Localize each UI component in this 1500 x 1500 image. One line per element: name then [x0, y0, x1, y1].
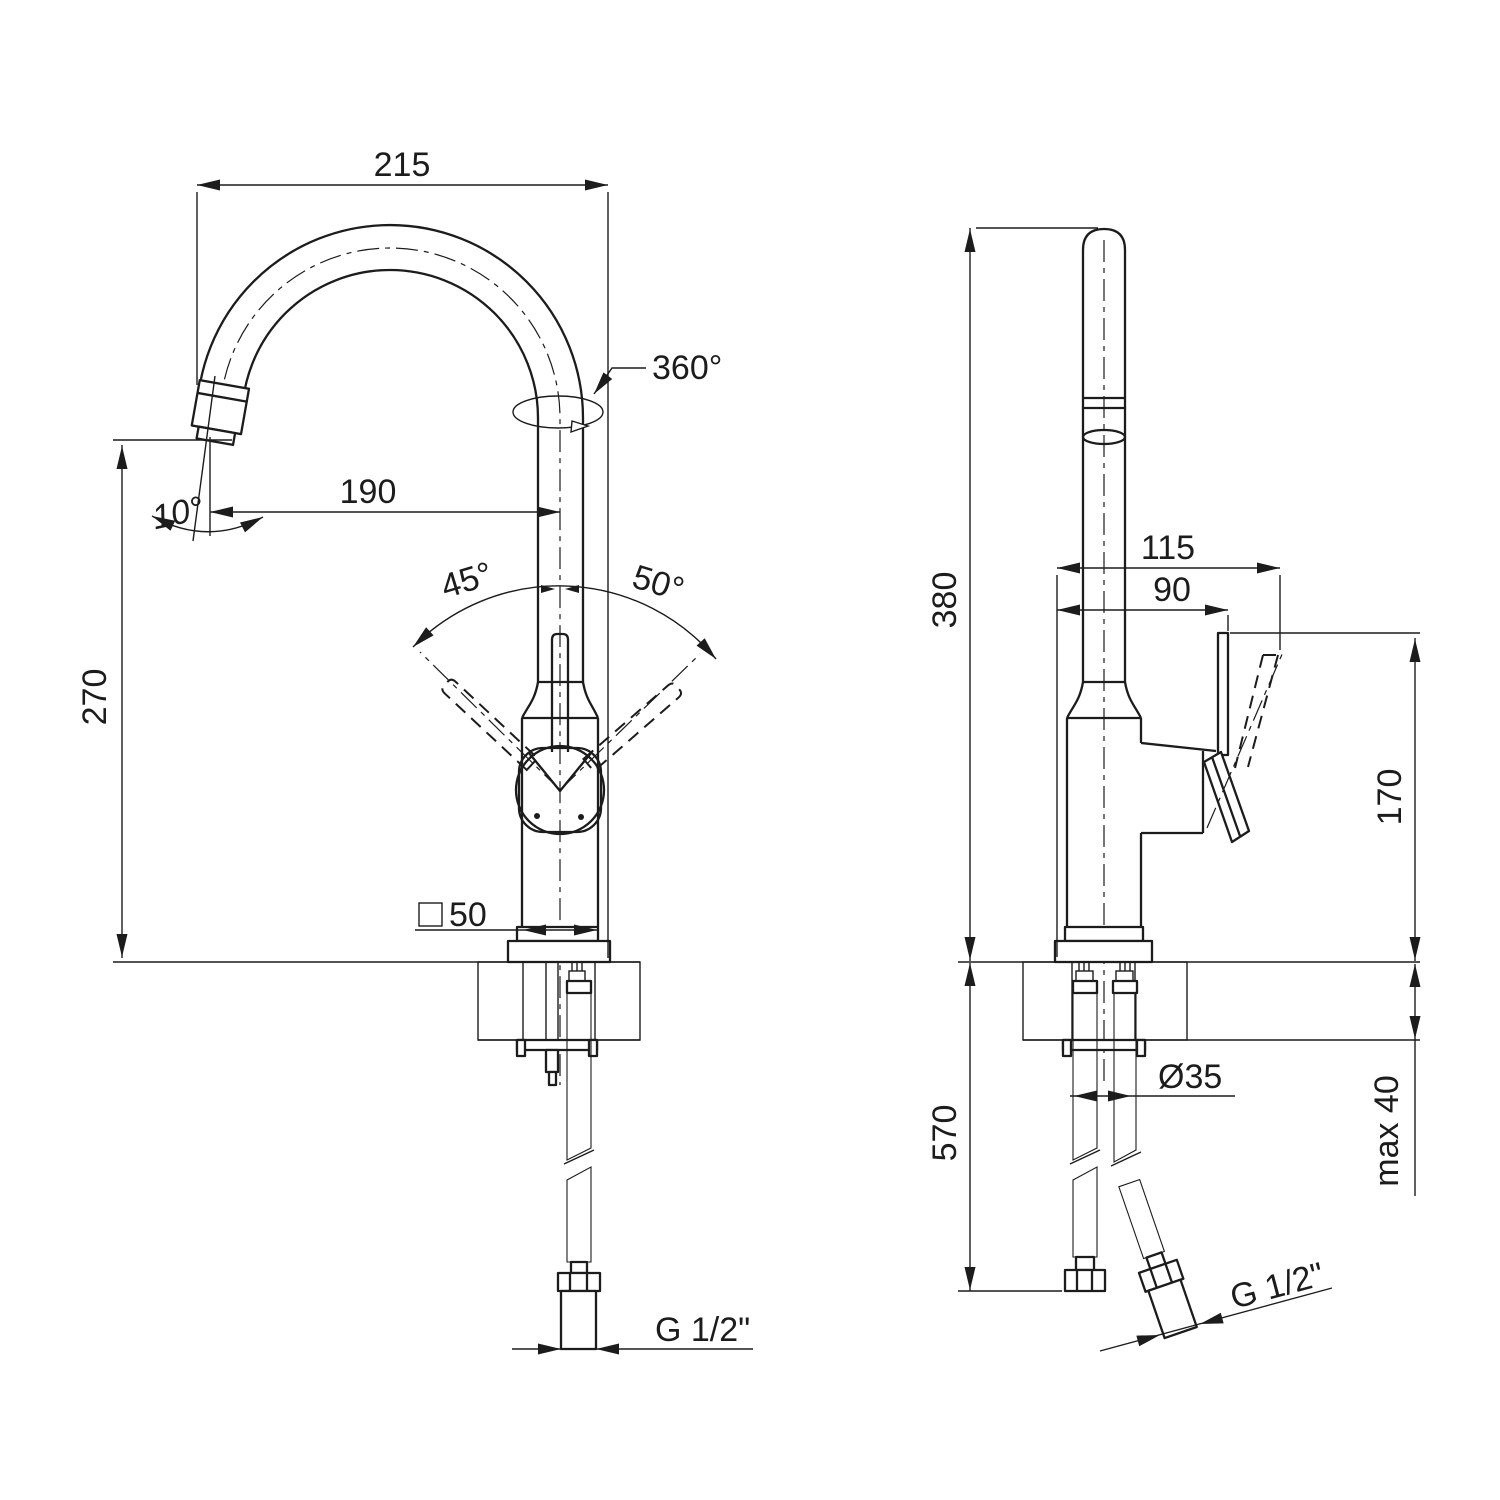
dim-spout-span: 215 — [196, 146, 609, 958]
hose-fitting — [559, 1289, 598, 1351]
side-base-plate — [1053, 939, 1154, 964]
front-spout — [190, 223, 585, 682]
label-handle-top-height: 170 — [1371, 769, 1409, 826]
label-total-height: 380 — [926, 572, 964, 629]
swivel-annotation: 360° — [512, 349, 722, 434]
front-base-plate — [506, 939, 612, 964]
label-deck-thickness: max 40 — [1368, 1075, 1406, 1187]
hose-nut — [556, 1271, 602, 1293]
dim-thread-side: G 1/2" — [1099, 1255, 1333, 1352]
front-view: 360° — [76, 146, 753, 1355]
label-handle-reach-full: 115 — [1141, 529, 1195, 567]
mounting-stud — [544, 1048, 560, 1074]
side-hoses — [1063, 992, 1198, 1340]
lever-position-left — [441, 678, 540, 772]
side-outlet — [1081, 428, 1127, 446]
front-handle: 45° 50° — [409, 555, 721, 836]
label-swivel-angle: 360° — [652, 349, 722, 387]
side-handle — [1202, 631, 1284, 844]
dim-hose-drop: 570 — [926, 963, 1062, 1292]
label-thread-side: G 1/2" — [1226, 1255, 1328, 1316]
front-countertop — [113, 961, 641, 1087]
dim-thread-front: G 1/2" — [512, 1311, 753, 1355]
lever-upright — [550, 632, 570, 752]
side-hose-fitting-right — [1118, 1178, 1198, 1340]
side-spout — [1081, 227, 1127, 682]
label-spout-span: 215 — [374, 146, 431, 184]
side-lever-upright — [1216, 631, 1230, 757]
dim-handle-reach-full: 115 — [1056, 529, 1281, 957]
swing-arc — [412, 585, 717, 660]
dim-spout-reach: 190 — [210, 473, 560, 518]
front-centerline — [219, 247, 561, 1085]
label-spout-height: 270 — [76, 669, 114, 726]
label-spout-tilt: 10° — [149, 489, 207, 537]
spout-aerator — [190, 378, 251, 447]
dim-handle-top-height: 170 — [1230, 632, 1421, 961]
label-thread-front: G 1/2" — [655, 1311, 750, 1349]
mounting-washer — [515, 1038, 599, 1052]
side-countertop — [958, 961, 1420, 1058]
dim-deck-thickness: max 40 — [1368, 964, 1421, 1196]
dim-spout-tilt: 10° — [149, 375, 266, 542]
front-hose — [556, 992, 602, 1351]
side-view: 380 570 115 90 — [926, 227, 1421, 1352]
handle-base-square — [517, 746, 603, 834]
square-symbol-icon — [418, 902, 443, 927]
label-hose-drop: 570 — [926, 1105, 964, 1162]
dim-total-height: 380 — [926, 227, 1098, 961]
dim-base-square: 50 — [415, 896, 597, 936]
label-base-square: 50 — [449, 896, 487, 934]
side-mounting-washer — [1061, 1038, 1147, 1052]
dim-spout-height: 270 — [76, 439, 232, 958]
label-spout-reach: 190 — [340, 473, 397, 511]
dim-handle-reach: 90 — [1057, 571, 1229, 631]
side-base-flange — [1063, 925, 1145, 943]
swivel-arrowhead-icon — [570, 420, 591, 434]
handle-dome — [514, 744, 606, 836]
side-body — [1053, 680, 1217, 964]
side-hose-nut-left — [1063, 1268, 1107, 1293]
label-handle-reach: 90 — [1153, 571, 1191, 609]
lever-position-right — [582, 682, 683, 773]
dim-mounting-hole: Ø35 — [1070, 1058, 1235, 1102]
label-mounting-hole: Ø35 — [1158, 1058, 1222, 1096]
